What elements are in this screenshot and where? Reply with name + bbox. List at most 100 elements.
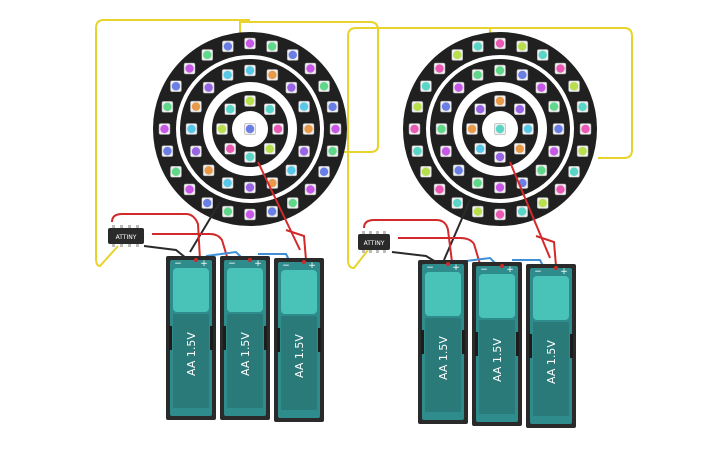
led — [440, 145, 452, 158]
led — [221, 69, 234, 81]
battery-minus-terminal: − — [228, 259, 236, 269]
led — [304, 183, 317, 196]
battery-plus-terminal: + — [506, 265, 514, 275]
led — [201, 197, 213, 209]
led — [474, 143, 486, 155]
led — [554, 62, 567, 75]
led — [224, 143, 236, 155]
led — [548, 100, 560, 113]
battery-left-3[interactable]: −+AA 1.5V — [274, 258, 324, 422]
led — [266, 205, 278, 218]
chip-label: ATTINY — [116, 234, 137, 241]
attiny-chip-right[interactable]: ATTINY — [358, 231, 390, 253]
led — [244, 37, 256, 50]
wire-red-left-loop[interactable] — [111, 213, 201, 261]
led — [537, 197, 549, 209]
wire-black-left-chip[interactable] — [143, 245, 187, 259]
led — [411, 145, 424, 157]
led — [494, 181, 506, 194]
led — [471, 177, 484, 189]
led — [494, 208, 506, 221]
led — [183, 183, 196, 196]
led — [244, 208, 256, 221]
led — [516, 40, 528, 53]
led-ring-board-right — [403, 32, 597, 226]
battery-right-2[interactable]: −+AA 1.5V — [472, 262, 522, 426]
battery-minus-terminal: − — [174, 259, 182, 269]
wire-red-left-ring[interactable] — [257, 161, 301, 251]
battery-plus-terminal: + — [452, 263, 460, 273]
led — [494, 37, 506, 50]
led — [474, 103, 486, 115]
led — [202, 164, 215, 177]
wire-red-left-batt3[interactable] — [285, 229, 307, 261]
wire-yellow-right[interactable] — [347, 27, 633, 270]
wire-red-right-ring[interactable] — [509, 161, 551, 259]
led — [190, 145, 202, 158]
led — [170, 166, 182, 178]
battery-minus-terminal: − — [282, 261, 290, 271]
battery-plus-terminal: + — [254, 259, 262, 269]
led — [548, 145, 560, 158]
led — [440, 100, 452, 113]
led — [408, 123, 421, 135]
led — [222, 205, 234, 218]
led — [568, 166, 580, 178]
led — [298, 145, 310, 158]
wire-red-right-batt3[interactable] — [535, 235, 557, 267]
led — [244, 64, 256, 77]
led — [579, 123, 592, 135]
led — [452, 164, 465, 177]
wire-red-left-chip[interactable] — [152, 233, 229, 261]
led — [514, 103, 526, 115]
led — [266, 40, 278, 53]
battery-label: AA 1.5V — [185, 332, 198, 376]
led — [158, 123, 171, 135]
led — [266, 69, 279, 81]
led — [221, 177, 234, 189]
led — [285, 164, 298, 177]
led — [471, 69, 484, 81]
battery-plus-terminal: + — [200, 259, 208, 269]
led — [216, 123, 228, 135]
led — [185, 123, 198, 135]
led — [494, 95, 506, 107]
battery-minus-terminal: − — [534, 267, 542, 277]
led — [568, 80, 580, 92]
battery-left-2[interactable]: − + AA 1.5V — [220, 256, 270, 420]
led — [514, 143, 526, 155]
wire-black-left-ring[interactable] — [189, 201, 221, 253]
attiny-chip-left[interactable]: ATTINY — [108, 225, 144, 247]
led — [244, 95, 256, 107]
led — [552, 123, 565, 135]
led — [287, 49, 299, 61]
led — [435, 123, 448, 135]
wire-red-right-loop[interactable] — [363, 219, 453, 263]
wire-black-right-ring[interactable] — [443, 199, 471, 261]
circuit-right: ATTINY −+AA 1.5V −+AA 1.5V −+AA 1.5V — [347, 27, 633, 428]
led — [326, 145, 339, 157]
led — [326, 101, 339, 113]
led — [420, 166, 432, 178]
wire-red-right-chip[interactable] — [398, 237, 481, 265]
battery-left-1[interactable]: − + AA 1.5V — [166, 256, 216, 420]
led — [318, 166, 330, 178]
led — [494, 151, 506, 163]
battery-plus-terminal: + — [308, 261, 316, 271]
led — [452, 81, 465, 94]
led — [411, 101, 424, 113]
battery-plus-terminal: + — [560, 267, 568, 277]
battery-label: AA 1.5V — [491, 338, 504, 382]
battery-label: AA 1.5V — [437, 336, 450, 380]
battery-right-3[interactable]: −+AA 1.5V — [526, 264, 576, 428]
led — [576, 145, 589, 157]
led — [222, 40, 234, 53]
led — [318, 80, 330, 92]
led — [329, 123, 342, 135]
led — [535, 164, 548, 177]
battery-label: AA 1.5V — [239, 332, 252, 376]
wire-yellow-left[interactable] — [95, 19, 379, 268]
battery-right-1[interactable]: −+AA 1.5V — [418, 260, 468, 424]
